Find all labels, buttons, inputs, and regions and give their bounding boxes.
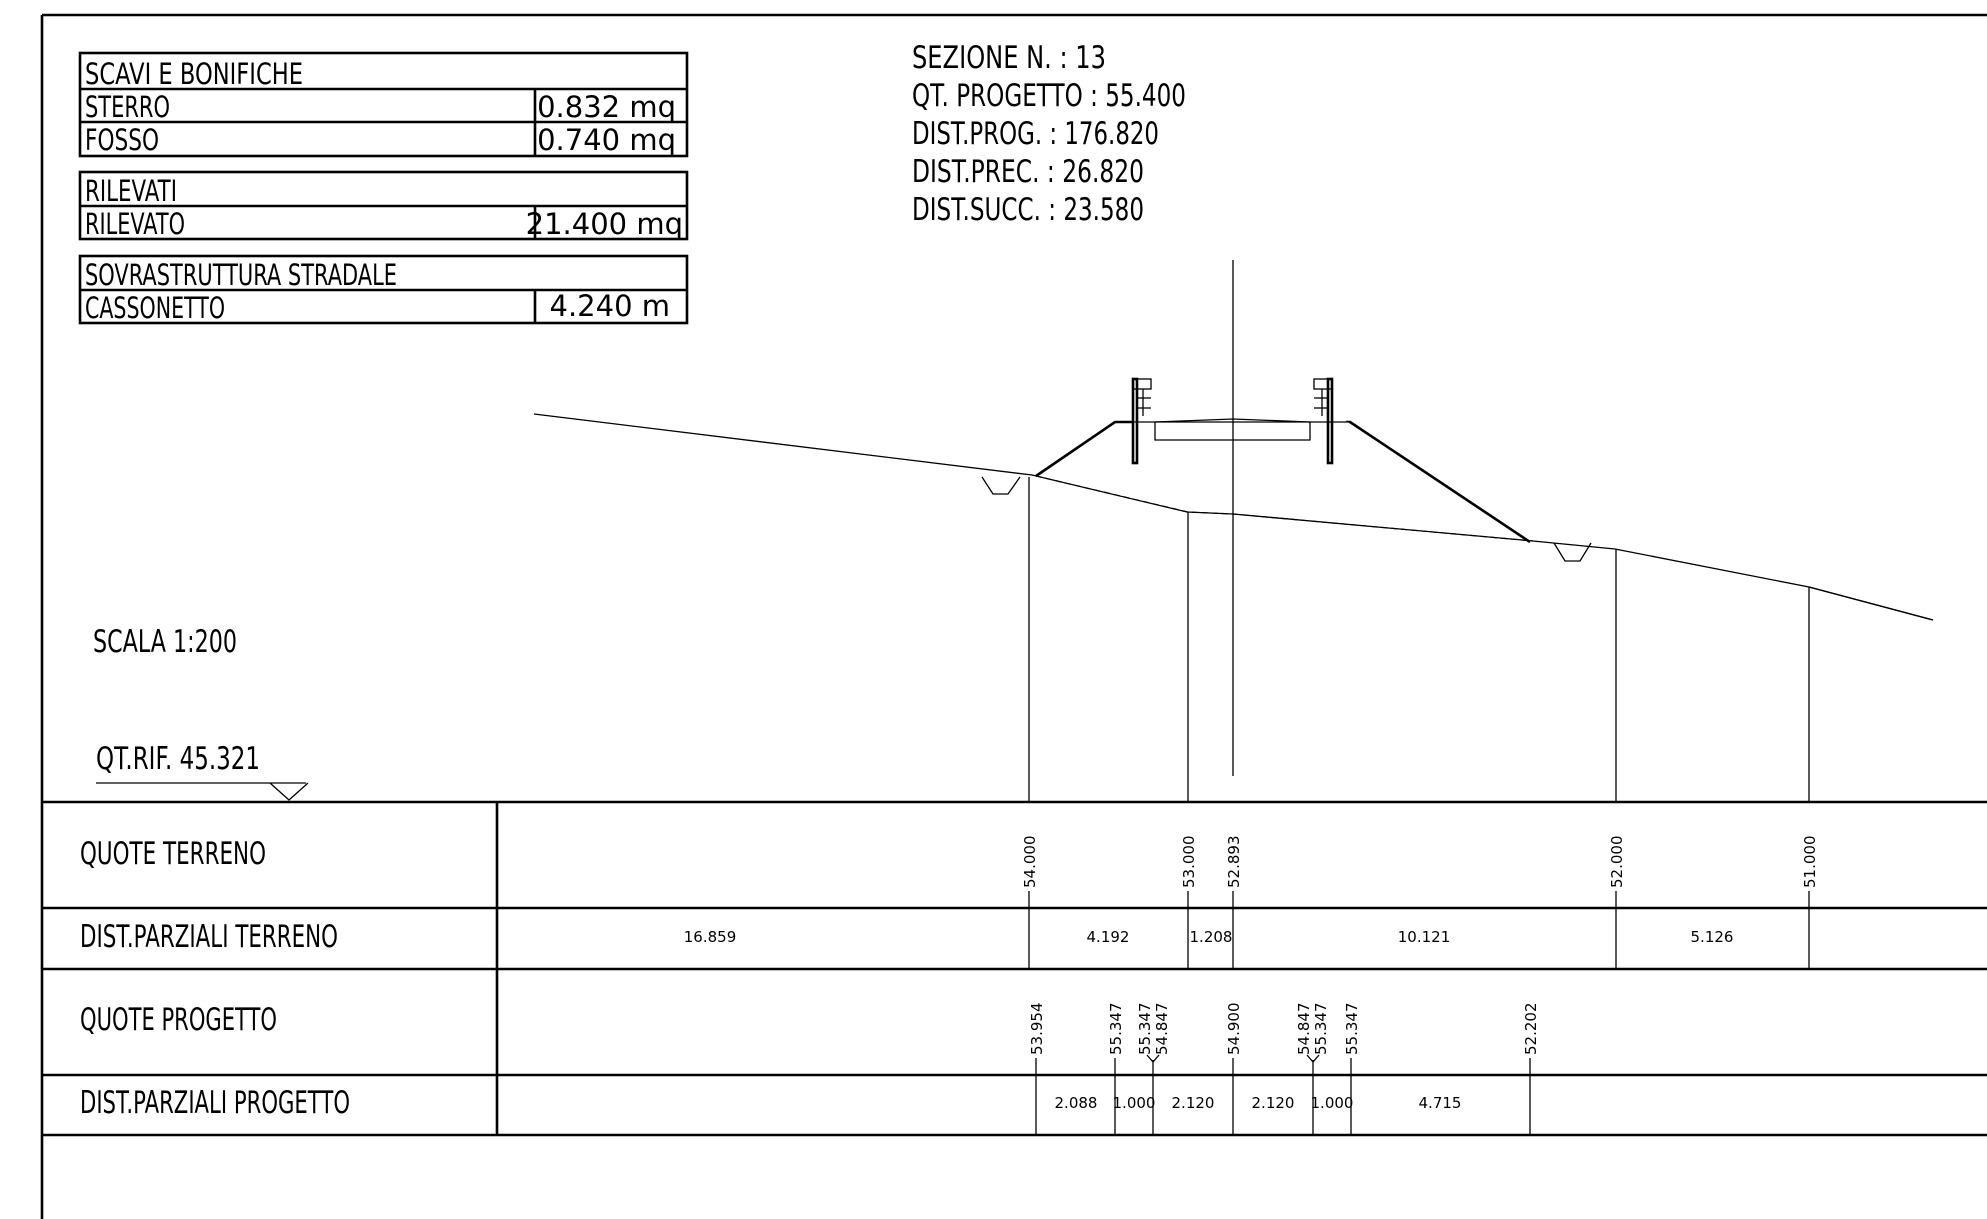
next-distance: DIST.SUCC. : 23.580 [912,192,1144,228]
terrain-elevation: 53.000 [1180,836,1198,889]
row-label-dist-progetto: DIST.PARZIALI PROGETTO [80,1085,350,1121]
terrain-distance: 10.121 [1398,928,1451,946]
row-value: 0.832 mq [537,90,676,124]
guardrail-left [1131,377,1152,465]
design-elevation-value: 54.900 [1225,1003,1243,1056]
design-elevation-value: 55.347 [1312,1003,1330,1056]
design-elevation-value: 52.202 [1522,1003,1540,1056]
table-scavi-e-bonifiche: SCAVI E BONIFICHE STERRO 0.832 mq FOSSO … [78,51,689,158]
reference-elevation: QT.RIF. 45.321 [96,741,260,777]
design-elevation-value: 55.347 [1107,1003,1125,1056]
row-value: 4.240 m [550,289,671,323]
guardrail-right [1313,377,1334,465]
design-distance: 1.000 [1113,1094,1156,1112]
row-value: 0.740 mq [537,123,676,157]
design-elevation-value: 53.954 [1028,1003,1046,1056]
design-distance: 2.088 [1055,1094,1098,1112]
section-info: SEZIONE N. : 13 QT. PROGETTO : 55.400 DI… [912,40,1186,228]
table-sovrastruttura-stradale: SOVRASTRUTTURA STRADALE CASSONETTO 4.240… [78,254,689,325]
drawing-frame [40,13,1987,1219]
table-rilevati: RILEVATI RILEVATO 21.400 mq [78,170,689,241]
terrain-elevation: 52.893 [1225,836,1243,889]
progressive-distance: DIST.PROG. : 176.820 [912,116,1159,152]
design-distance: 2.120 [1172,1094,1215,1112]
terrain-elevation: 51.000 [1801,836,1819,889]
ditch-left [981,476,1021,495]
section-number: SEZIONE N. : 13 [912,40,1106,76]
row-label-quote-progetto: QUOTE PROGETTO [80,1002,277,1038]
quote-progetto-values: 53.954 55.347 55.347 54.847 54.900 54.84… [1028,1003,1540,1075]
row-label: STERRO [85,90,170,124]
row-label: FOSSO [85,123,159,157]
row-label-quote-terreno: QUOTE TERRENO [80,836,266,872]
design-distance: 1.000 [1311,1094,1354,1112]
design-elevation-value: 55.347 [1343,1003,1361,1056]
table-title: SOVRASTRUTTURA STRADALE [85,258,397,292]
dist-terreno-values: 16.859 4.192 1.208 10.121 5.126 [684,908,1810,969]
row-label-dist-terreno: DIST.PARZIALI TERRENO [80,919,338,955]
design-elevation: QT. PROGETTO : 55.400 [912,78,1186,114]
quote-terreno-values: 54.000 53.000 52.893 52.000 51.000 [1021,836,1819,908]
table-title: SCAVI E BONIFICHE [85,57,303,91]
design-distance: 4.715 [1419,1094,1462,1112]
design-distance: 2.120 [1252,1094,1295,1112]
ditch-right [1553,542,1592,562]
row-value: 21.400 mq [526,207,683,241]
terrain-distance: 16.859 [684,928,737,946]
row-label: CASSONETTO [85,291,225,325]
profile-data-table: QUOTE TERRENO DIST.PARZIALI TERRENO QUOT… [42,800,1987,1137]
quantities-table: SCAVI E BONIFICHE STERRO 0.832 mq FOSSO … [78,51,689,325]
embankment-outline [1035,418,1534,544]
design-elevation-value: 54.847 [1295,1003,1313,1056]
terrain-distance: 4.192 [1087,928,1130,946]
design-elevation-value: 54.847 [1153,1003,1171,1056]
reference-marker [96,782,309,801]
terrain-elevation: 52.000 [1608,836,1626,889]
previous-distance: DIST.PREC. : 26.820 [912,154,1144,190]
terrain-distance: 5.126 [1691,928,1734,946]
dist-progetto-values: 2.088 1.000 2.120 2.120 1.000 4.715 [1035,1075,1531,1135]
terrain-verticals [1028,477,1810,802]
terrain-elevation: 54.000 [1021,836,1039,889]
scale-label: SCALA 1:200 [93,624,237,660]
terrain-distance: 1.208 [1190,928,1233,946]
design-elevation-value: 55.347 [1136,1003,1154,1056]
table-title: RILEVATI [85,174,177,208]
row-label: RILEVATO [85,207,185,241]
